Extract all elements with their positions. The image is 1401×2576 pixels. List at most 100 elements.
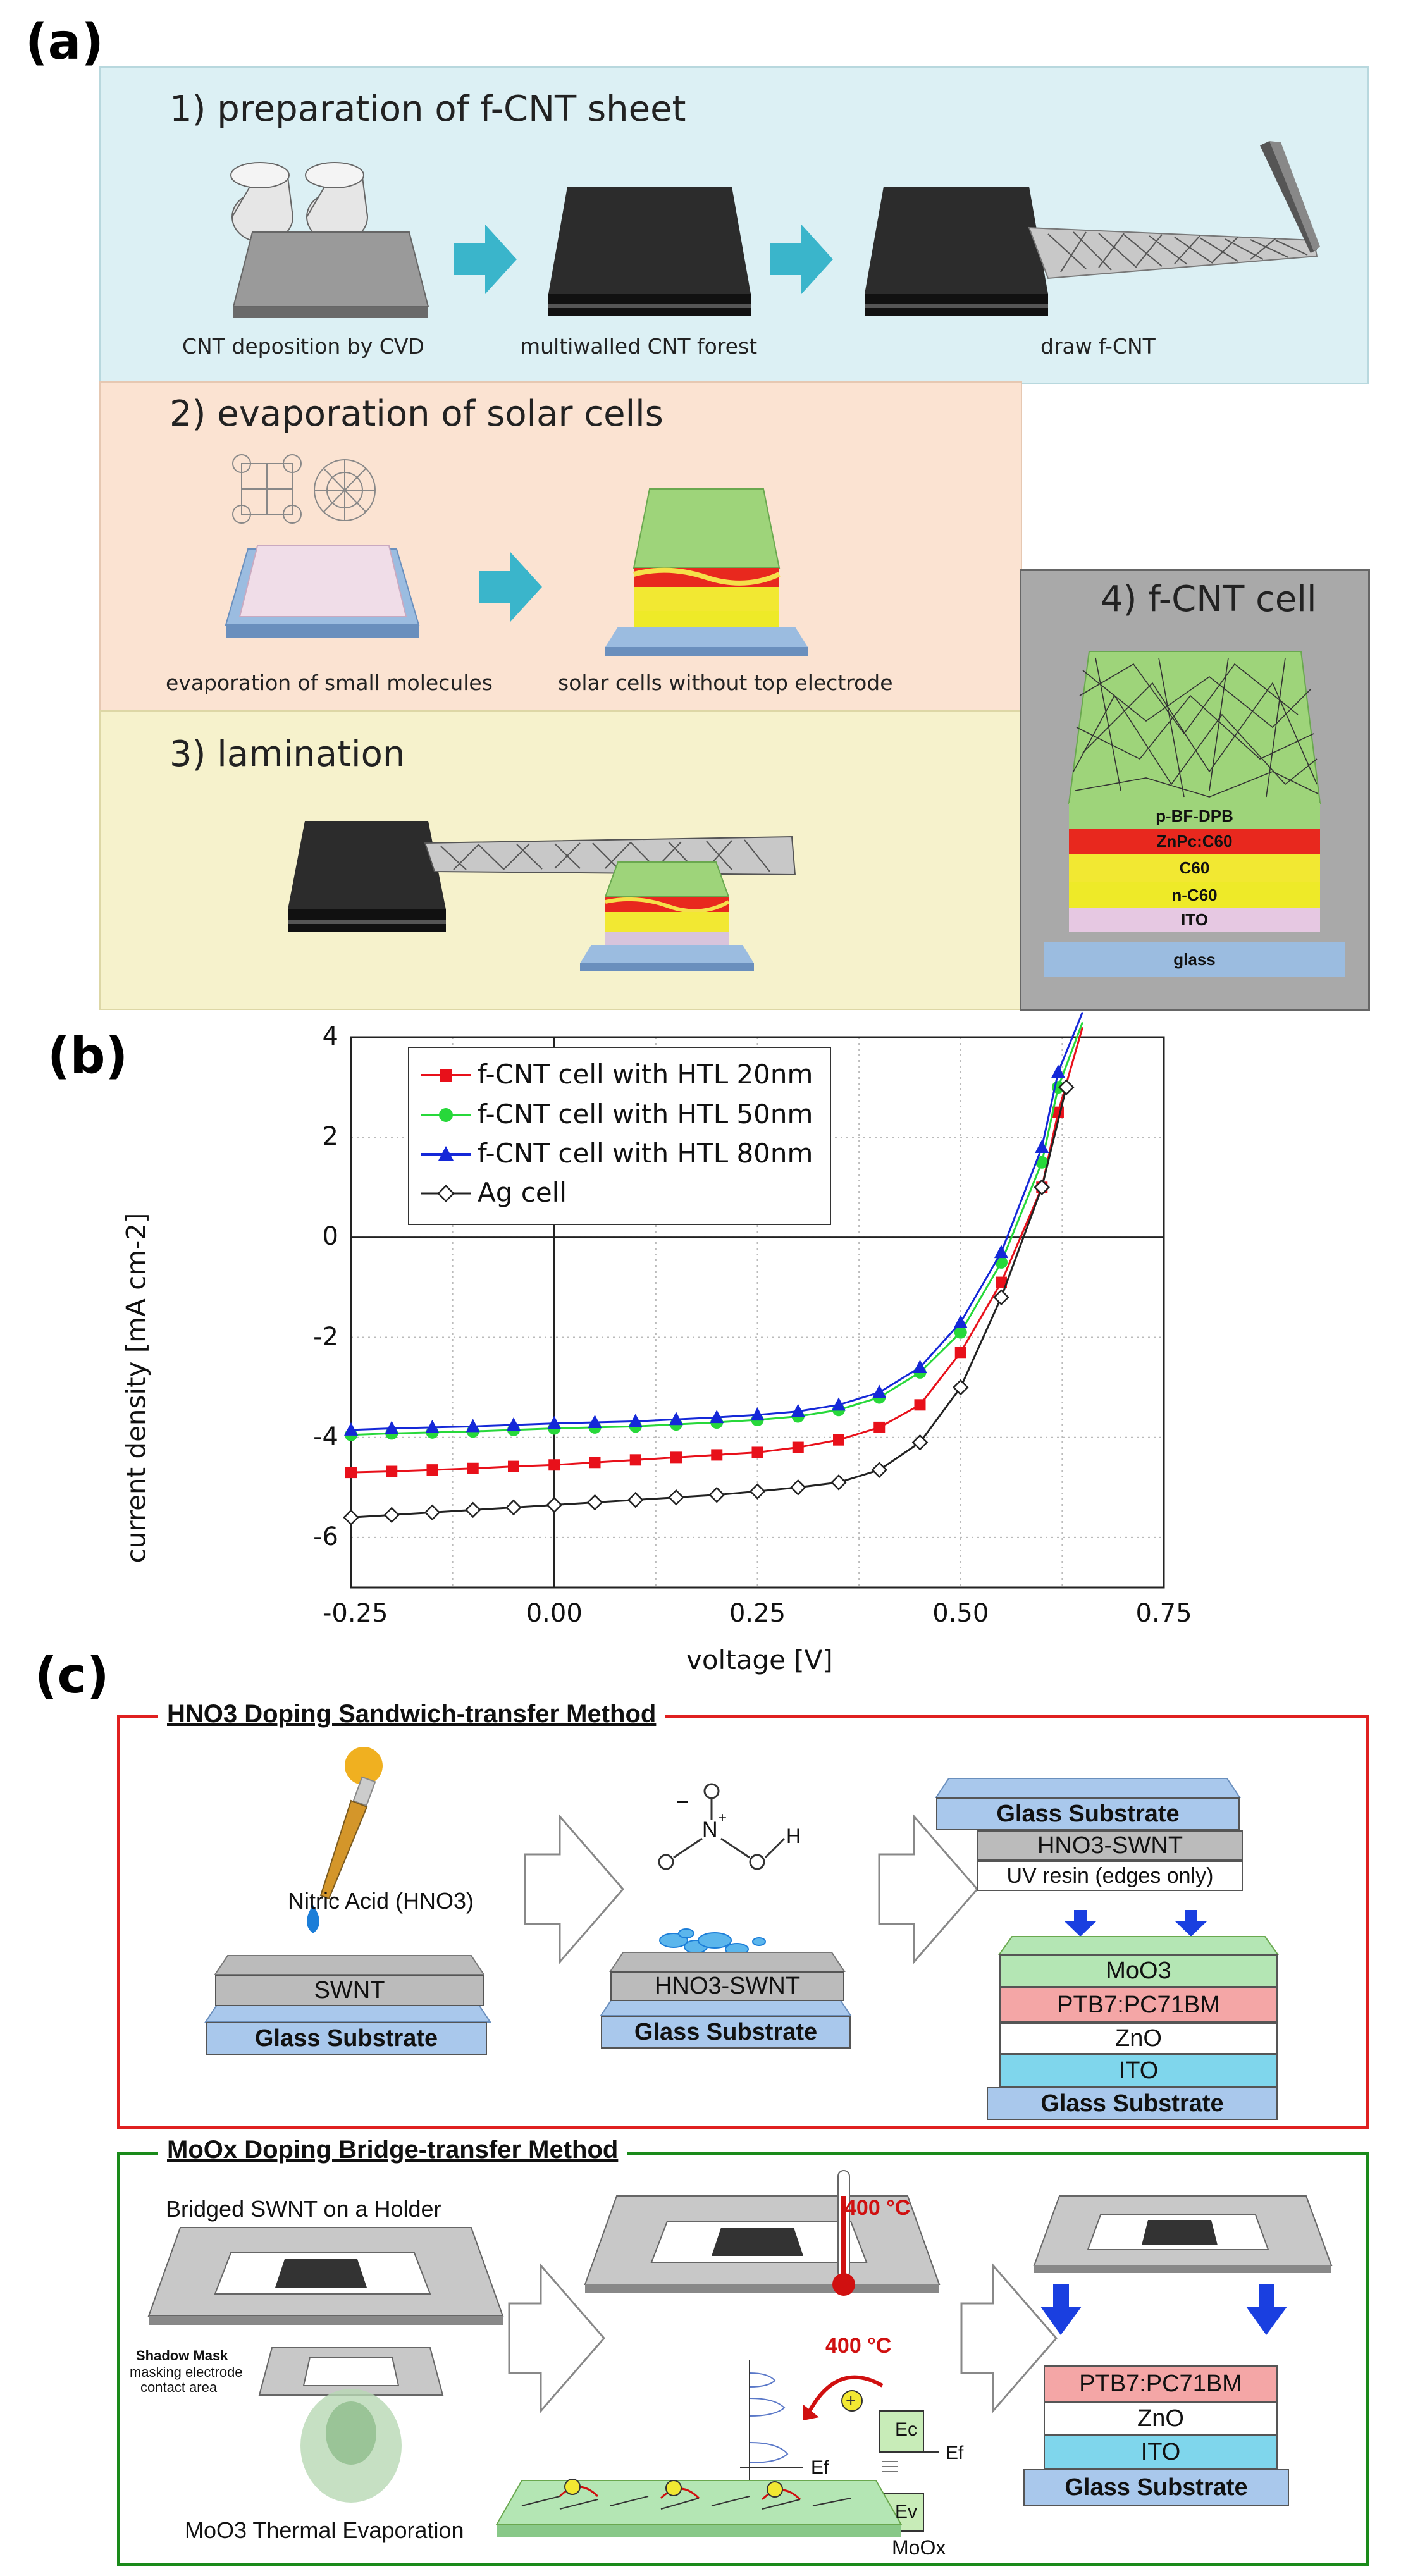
jv-chart [343,1012,1165,1589]
data-point [669,1412,683,1426]
top-glass-substrate: Glass Substrate [936,1797,1240,1830]
step1-title: 1) preparation of f-CNT sheet [170,89,686,130]
moo3-layer: MoO3 [999,1954,1278,1987]
step3-illustration [288,821,796,971]
fcnt-cell-illustration [1068,651,1321,804]
c60-molecule-icon [314,459,376,521]
chart-legend [408,1047,831,1225]
zno-layer-2: ZnO [1044,2402,1278,2435]
down-arrow-icon [1040,2284,1287,2335]
data-point [953,1314,968,1328]
legend-label-htl50: f-CNT cell with HTL 50nm [478,1099,813,1130]
panel-c-letter: (c) [35,1648,109,1704]
y-tick-label: -4 [313,1422,338,1451]
acid-drops-icon [659,1928,766,1956]
data-point [750,1407,765,1421]
fcnt-layer-znpc-c60: ZnPc:C60 [1069,829,1320,854]
step1-caption-2: multiwalled CNT forest [520,334,758,359]
x-tick-label: 0.75 [1135,1599,1192,1628]
y-tick-label: -2 [313,1322,338,1352]
hole-icon [841,2390,863,2412]
arrow-right-icon [770,225,833,294]
data-point [628,1414,643,1427]
doped-swnt-substrate-icon [495,2480,903,2525]
glass-substrate-4: Glass Substrate [1023,2469,1289,2506]
hollow-arrow-icon [878,1813,978,1965]
data-point [789,1479,806,1496]
legend-label-ag: Ag cell [478,1177,567,1208]
data-point [629,1454,641,1466]
step1-caption-3: draw f-CNT [1040,334,1156,359]
fcnt-layer-c60: C60 [1069,854,1320,882]
ef2-label: Ef [946,2443,964,2463]
step4-title: 4) f-CNT cell [1101,579,1317,620]
drawn-cnt-sheet-icon [1028,226,1318,280]
temp-label-2: 400 °C [825,2334,892,2358]
x-tick-label: 0.00 [526,1599,583,1628]
data-point [830,1474,847,1491]
step1-caption-1: CNT deposition by CVD [182,334,424,359]
data-point [911,1434,929,1451]
znpc-molecule-icon [232,454,302,524]
data-point [344,1422,358,1436]
data-point [872,1384,887,1398]
svg-text:+: + [718,1809,727,1827]
fcnt-layer-glass: glass [1044,942,1345,977]
y-tick-label: 4 [322,1022,338,1051]
data-point [914,1399,926,1411]
cnt-tubes-icon [230,162,368,243]
step3-title: 3) lamination [170,734,405,775]
data-point [508,1460,519,1472]
step2-box [99,381,1022,713]
data-point [425,1419,440,1433]
y-tick-label: 2 [322,1122,338,1152]
step2-title: 2) evaporation of solar cells [170,393,663,434]
data-point [871,1462,888,1478]
legend-label-htl20: f-CNT cell with HTL 20nm [478,1059,813,1090]
svg-text:N: N [702,1818,718,1842]
temp-label-1: 400 °C [844,2196,911,2220]
cnt-sheet-icon [424,835,796,876]
cvd-substrate-icon [232,231,429,307]
drop-icon [307,1905,319,1933]
moox-method-title: MoOx Doping Bridge-transfer Method [158,2136,627,2164]
mask-desc-1: masking electrode [130,2364,243,2380]
data-point [589,1457,601,1469]
swnt-layer-1: SWNT [215,1975,484,2006]
ef-label: Ef [811,2457,829,2478]
data-point [586,1494,603,1511]
data-point [505,1499,522,1516]
mask-desc-2: contact area [140,2379,218,2395]
cnt-forest-icon [288,821,446,909]
series-line-1 [350,1021,1083,1436]
thermometer-icon [832,2170,855,2296]
nitric-acid-label: Nitric Acid (HNO3) [288,1888,474,1914]
step1-illustration [230,141,1320,318]
data-point [708,1486,725,1503]
step2-caption-2: solar cells without top electrode [558,670,893,695]
ptb7-layer-1: PTB7:PC71BM [999,1987,1278,2023]
data-point [751,1446,763,1458]
data-point [1058,1079,1075,1095]
series-line-0 [350,1026,1083,1474]
plot-frame [350,1036,1165,1589]
data-point [833,1434,844,1446]
ptb7-layer-2: PTB7:PC71BM [1044,2365,1278,2402]
panel-a-letter: (a) [25,14,104,71]
uv-resin-layer: UV resin (edges only) [977,1861,1243,1891]
bridged-swnt-label: Bridged SWNT on a Holder [166,2196,441,2222]
ev-label: Ev [895,2501,918,2522]
nitrate-molecule-icon: N + H – [658,1783,801,1870]
data-point [994,1245,1008,1259]
legend-marker-circle [439,1108,453,1122]
legend-markers [421,1069,471,1202]
swnt-holder-icon [584,2195,941,2293]
y-tick-label: -6 [313,1522,338,1551]
x-tick-label: 0.25 [729,1599,786,1628]
data-point [383,1507,400,1524]
moox-method-frame [117,2152,1369,2566]
data-point [954,1347,966,1359]
data-point [426,1464,438,1476]
svg-text:–: – [677,1789,688,1811]
data-point [832,1397,846,1411]
